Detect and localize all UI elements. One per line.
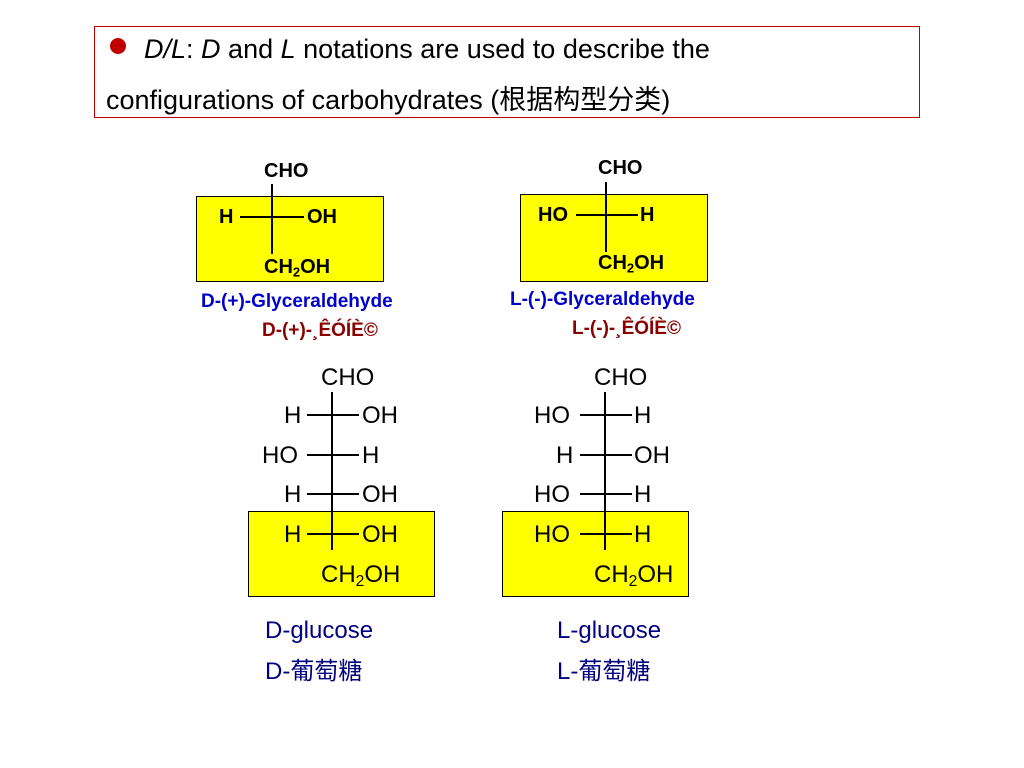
compound-name: D-(+)-Glyceraldehyde — [201, 291, 393, 312]
row-2-left: HO — [262, 442, 298, 469]
bottom-group: CH2OH — [594, 561, 674, 590]
fischer-vertical-line — [271, 184, 273, 254]
top-group: CHO — [598, 157, 643, 179]
row-1-right: H — [634, 402, 652, 429]
compound-name: D-glucose — [265, 617, 374, 644]
title-line-1: D/L: D and L notations are used to descr… — [106, 34, 710, 65]
row-2-left: H — [556, 442, 574, 469]
bottom-group: CH2OH — [264, 256, 331, 280]
row-3-left: H — [284, 481, 302, 508]
title-box — [94, 26, 920, 118]
fischer-horizontal-line — [580, 454, 632, 456]
compound-name-alt: L-(-)-¸ÊÓÍÈ© — [572, 318, 681, 339]
left-substituent: HO — [538, 204, 568, 226]
row-4-left: H — [284, 521, 302, 548]
row-1-left: H — [284, 402, 302, 429]
left-substituent: H — [219, 206, 234, 228]
highlight-box — [248, 511, 435, 597]
row-4-left: HO — [534, 521, 570, 548]
fischer-horizontal-line — [307, 533, 359, 535]
row-1-right: OH — [362, 402, 398, 429]
fischer-vertical-line — [331, 392, 333, 550]
compound-name-cn: D-葡萄糖 — [265, 658, 363, 685]
fischer-horizontal-line — [240, 216, 304, 218]
fischer-horizontal-line — [580, 493, 632, 495]
compound-name-alt: D-(+)-¸ÊÓÍÈ© — [262, 320, 378, 341]
top-group: CHO — [264, 160, 309, 182]
row-4-right: OH — [362, 521, 398, 548]
highlight-box — [502, 511, 689, 597]
compound-name: L-(-)-Glyceraldehyde — [510, 289, 695, 310]
compound-name: L-glucose — [557, 617, 662, 644]
right-substituent: H — [640, 204, 655, 226]
row-3-right: OH — [362, 481, 398, 508]
highlight-box — [520, 194, 708, 282]
row-2-right: H — [362, 442, 380, 469]
row-3-right: H — [634, 481, 652, 508]
fischer-horizontal-line — [307, 493, 359, 495]
fischer-vertical-line — [605, 182, 607, 252]
fischer-horizontal-line — [580, 533, 632, 535]
bottom-group: CH2OH — [598, 252, 665, 276]
right-substituent: OH — [307, 206, 337, 228]
fischer-vertical-line — [604, 392, 606, 550]
row-1-left: HO — [534, 402, 570, 429]
title-line-2: configurations of carbohydrates (根据构型分类) — [106, 85, 671, 115]
fischer-horizontal-line — [307, 454, 359, 456]
fischer-horizontal-line — [580, 414, 632, 416]
bottom-group: CH2OH — [321, 561, 401, 590]
top-group: CHO — [321, 364, 375, 391]
bullet-icon — [110, 38, 126, 54]
row-4-right: H — [634, 521, 652, 548]
highlight-box — [196, 196, 384, 282]
row-2-right: OH — [634, 442, 670, 469]
fischer-horizontal-line — [576, 214, 638, 216]
row-3-left: HO — [534, 481, 570, 508]
top-group: CHO — [594, 364, 648, 391]
compound-name-cn: L-葡萄糖 — [557, 658, 651, 685]
fischer-horizontal-line — [307, 414, 359, 416]
